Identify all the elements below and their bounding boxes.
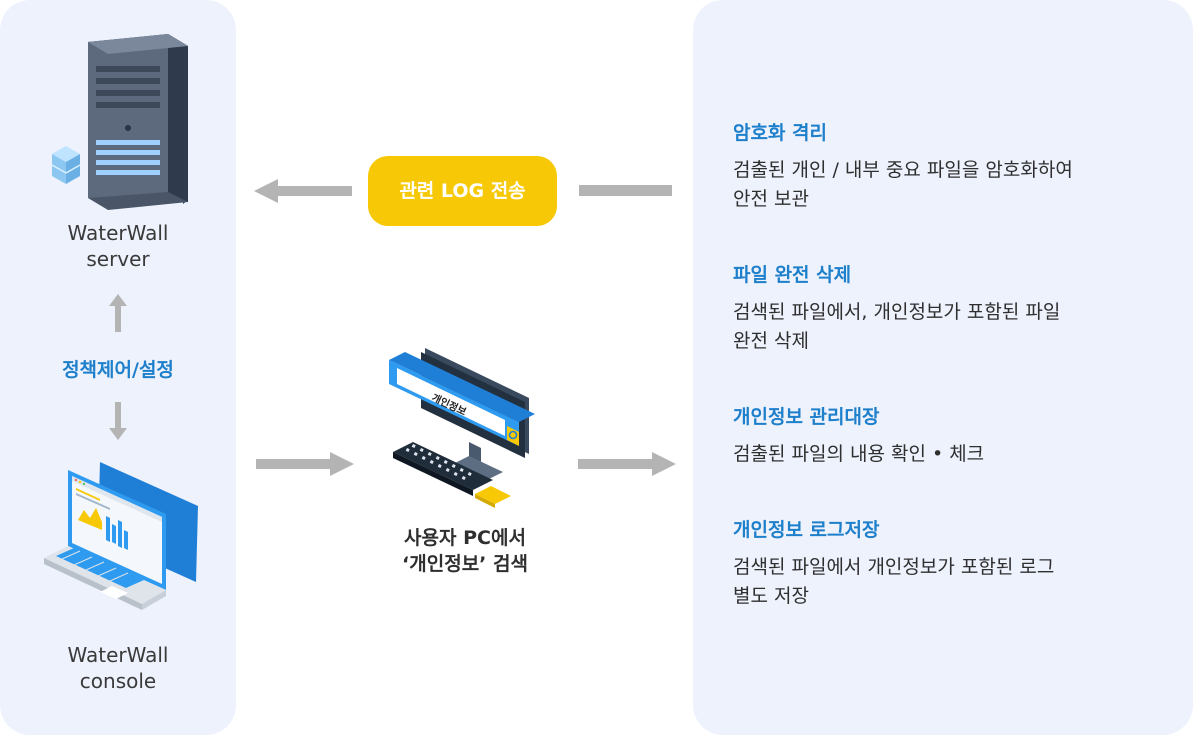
feature-file-delete: 파일 완전 삭제 검색된 파일에서, 개인정보가 포함된 파일 완전 삭제 [733,262,1163,356]
feature-desc-line2: 완전 삭제 [733,330,809,352]
feature-desc-line1: 검색된 파일에서, 개인정보가 포함된 파일 [733,301,1061,323]
server-label-line2: server [86,247,150,271]
user-pc-label-line2: ‘개인정보’ 검색 [402,553,528,575]
user-pc-label: 사용자 PC에서 ‘개인정보’ 검색 [370,525,560,577]
console-label-line2: console [79,669,157,693]
feature-ledger: 개인정보 관리대장 검출된 파일의 내용 확인 • 체크 [733,404,1163,469]
feature-desc-line1: 검색된 파일에서 개인정보가 포함된 로그 [733,556,1055,578]
feature-log-save: 개인정보 로그저장 검색된 파일에서 개인정보가 포함된 로그 별도 저장 [733,517,1163,611]
server-label-line1: WaterWall [67,221,169,245]
feature-title: 파일 완전 삭제 [733,264,852,286]
arrow-left-icon [254,179,352,203]
policy-label: 정책제어/설정 [62,359,174,381]
right-panel [693,0,1193,735]
laptop-icon [44,462,198,610]
server-icon [51,34,188,210]
arrow-right-icon [578,452,676,476]
user-pc-icon: 개인정보 [389,348,535,508]
server-label: WaterWall server [30,220,206,272]
feature-title: 개인정보 관리대장 [733,406,880,428]
console-label-line1: WaterWall [67,643,169,667]
feature-desc-line1: 검출된 파일의 내용 확인 • 체크 [733,443,985,465]
feature-encryption: 암호화 격리 검출된 개인 / 내부 중요 파일을 암호화하여 안전 보관 [733,120,1163,214]
log-transfer-pill: 관련 LOG 전송 [368,156,557,226]
log-connector-bar [579,185,672,196]
feature-desc-line2: 별도 저장 [733,585,809,607]
feature-desc-line2: 안전 보관 [733,188,809,210]
feature-title: 암호화 격리 [733,122,828,144]
feature-desc-line1: 검출된 개인 / 내부 중요 파일을 암호화하여 [733,159,1073,181]
arrow-down-icon [109,402,127,440]
arrow-right-icon [256,452,354,476]
feature-title: 개인정보 로그저장 [733,519,880,541]
user-pc-label-line1: 사용자 PC에서 [404,527,526,549]
console-label: WaterWall console [30,642,206,694]
arrow-up-icon [109,294,127,332]
